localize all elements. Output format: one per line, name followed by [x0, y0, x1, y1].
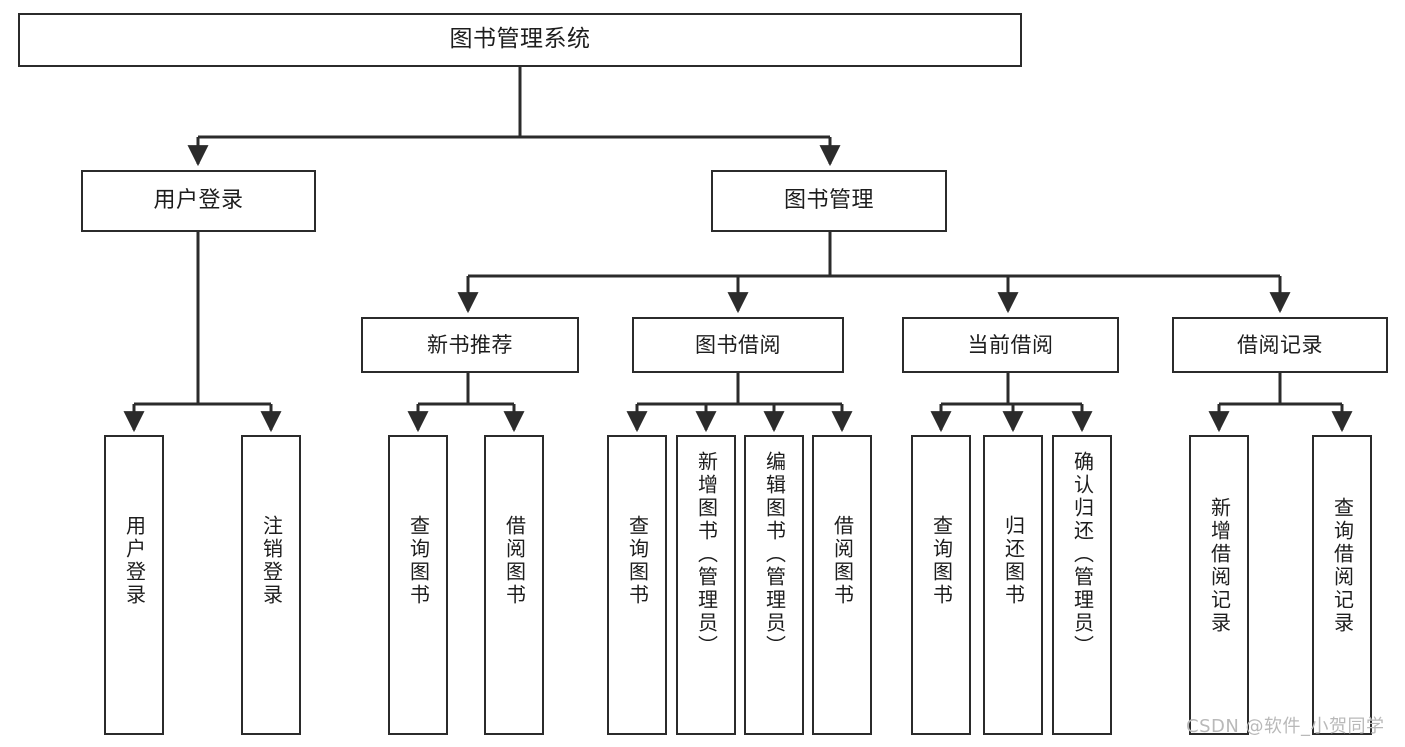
node-new-book-recommend[interactable]: 新书推荐	[361, 317, 579, 373]
node-leaf-query-record-label: 查询借阅记录	[1330, 497, 1355, 635]
node-leaf-return-book-label: 归还图书	[1001, 515, 1026, 607]
node-leaf-borrow-book-1[interactable]: 借阅图书	[484, 435, 544, 735]
node-leaf-borrow-book-1-label: 借阅图书	[502, 515, 527, 607]
node-leaf-query-book-3[interactable]: 查询图书	[911, 435, 971, 735]
node-leaf-user-login[interactable]: 用户登录	[104, 435, 164, 735]
node-leaf-query-record[interactable]: 查询借阅记录	[1312, 435, 1372, 735]
node-root[interactable]: 图书管理系统	[18, 13, 1022, 67]
node-book-manage-label: 图书管理	[783, 187, 874, 213]
node-leaf-add-book-label: 新增图书（管理员）	[694, 451, 719, 658]
node-leaf-confirm-return-label: 确认归还（管理员）	[1070, 451, 1095, 658]
node-leaf-add-book[interactable]: 新增图书（管理员）	[676, 435, 736, 735]
watermark: CSDN @软件_小贺同学	[1186, 716, 1385, 737]
node-root-label: 图书管理系统	[449, 26, 591, 53]
node-user-login[interactable]: 用户登录	[81, 170, 316, 232]
node-leaf-edit-book-label: 编辑图书（管理员）	[762, 451, 787, 658]
node-borrow-record[interactable]: 借阅记录	[1172, 317, 1388, 373]
node-leaf-add-record[interactable]: 新增借阅记录	[1189, 435, 1249, 735]
node-leaf-return-book[interactable]: 归还图书	[983, 435, 1043, 735]
node-leaf-add-record-label: 新增借阅记录	[1207, 497, 1232, 635]
node-user-login-label: 用户登录	[153, 187, 244, 213]
node-leaf-borrow-book-2-label: 借阅图书	[830, 515, 855, 607]
node-leaf-edit-book[interactable]: 编辑图书（管理员）	[744, 435, 804, 735]
node-leaf-query-book-1-label: 查询图书	[406, 515, 431, 607]
node-current-borrow[interactable]: 当前借阅	[902, 317, 1119, 373]
node-leaf-borrow-book-2[interactable]: 借阅图书	[812, 435, 872, 735]
node-book-borrow-label: 图书借阅	[695, 332, 781, 357]
node-leaf-user-login-label: 用户登录	[122, 515, 147, 607]
node-leaf-confirm-return[interactable]: 确认归还（管理员）	[1052, 435, 1112, 735]
node-book-manage[interactable]: 图书管理	[711, 170, 947, 232]
node-book-borrow[interactable]: 图书借阅	[632, 317, 844, 373]
node-leaf-user-logout-label: 注销登录	[259, 515, 284, 607]
node-leaf-query-book-2[interactable]: 查询图书	[607, 435, 667, 735]
node-current-borrow-label: 当前借阅	[967, 332, 1054, 357]
node-leaf-query-book-2-label: 查询图书	[625, 515, 650, 607]
node-new-book-recommend-label: 新书推荐	[427, 332, 513, 357]
node-leaf-user-logout[interactable]: 注销登录	[241, 435, 301, 735]
node-borrow-record-label: 借阅记录	[1237, 332, 1323, 357]
node-leaf-query-book-3-label: 查询图书	[929, 515, 954, 607]
node-leaf-query-book-1[interactable]: 查询图书	[388, 435, 448, 735]
